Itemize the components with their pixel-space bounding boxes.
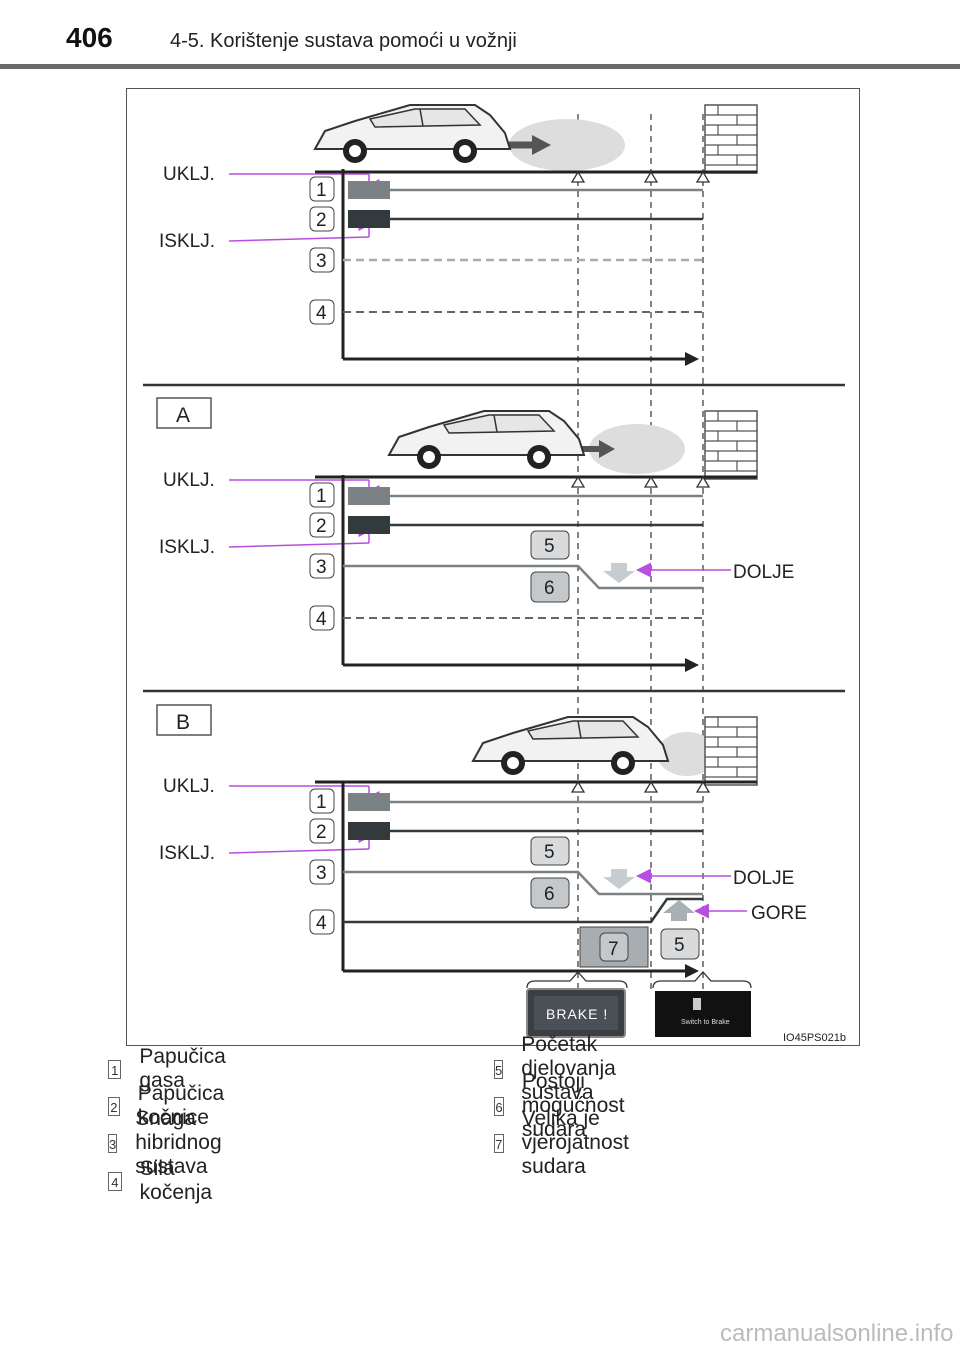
- switch-to-brake-text: Switch to Brake: [681, 1019, 730, 1026]
- figure-code: IO45PS021b: [783, 1032, 846, 1044]
- section-title: 4-5. Korištenje sustava pomoći u vožnji: [170, 30, 517, 52]
- num-4: 4: [316, 913, 327, 934]
- legend-text: Velika je vjerojatnost sudara: [521, 1107, 629, 1178]
- num-2: 2: [316, 210, 327, 231]
- headlight-beam: [509, 119, 625, 171]
- legend-item: 7 Velika je vjerojatnost sudara: [494, 1107, 638, 1178]
- legend-item: 2 Papučica kočnice: [108, 1082, 231, 1129]
- num-5: 5: [544, 842, 555, 863]
- legend-number: 7: [494, 1133, 504, 1153]
- legend-number: 5: [494, 1059, 504, 1079]
- legend-item: 1 Papučica gasa: [108, 1045, 231, 1092]
- label-on: UKLJ.: [163, 470, 215, 491]
- num-5: 5: [544, 536, 555, 557]
- brake-warning-text: BRAKE !: [546, 1006, 608, 1022]
- label-on: UKLJ.: [163, 164, 215, 185]
- page-number: 406: [66, 22, 113, 53]
- legend-item: 5 Početak djelovanja sustava: [494, 1033, 626, 1104]
- num-6: 6: [544, 884, 555, 905]
- wall-icon: [704, 104, 758, 174]
- legend-number: 4: [108, 1171, 122, 1191]
- wall-icon: [704, 410, 758, 480]
- header-rule: [0, 64, 960, 69]
- legend-number: 6: [494, 1096, 504, 1116]
- num-3: 3: [316, 863, 327, 884]
- num-1: 1: [316, 180, 327, 201]
- num-6: 6: [544, 578, 555, 599]
- panel-a-label: A: [176, 404, 190, 427]
- num-3: 3: [316, 251, 327, 272]
- legend-text: Papučica kočnice: [137, 1082, 225, 1129]
- label-off: ISKLJ.: [159, 537, 215, 558]
- label-down: DOLJE: [733, 562, 794, 583]
- panel-b-label: B: [176, 711, 190, 734]
- label-up: GORE: [751, 903, 807, 924]
- wall-icon: [704, 716, 758, 786]
- label-off: ISKLJ.: [159, 231, 215, 252]
- num-2: 2: [316, 516, 327, 537]
- legend-number: 2: [108, 1096, 120, 1116]
- panel-normal: UKLJ. ISKLJ. 1 2 3 4: [159, 104, 758, 366]
- page-header: 406 4-5. Korištenje sustava pomoći u vož…: [0, 0, 960, 70]
- car-icon: [388, 410, 585, 470]
- car-icon: [472, 716, 669, 776]
- num-2: 2: [316, 822, 327, 843]
- legend-text: Papučica gasa: [139, 1045, 226, 1092]
- num-4: 4: [316, 303, 327, 324]
- label-down: DOLJE: [733, 868, 794, 889]
- watermark: carmanualsonline.info: [720, 1320, 954, 1347]
- panel-a: A UKLJ. ISKLJ. DOLJE 1 2 3 4: [156, 397, 794, 672]
- legend-text: Sila kočenja: [139, 1157, 213, 1204]
- num-1: 1: [316, 486, 327, 507]
- legend-item: 3 Snaga hibridnog sustava: [108, 1107, 231, 1178]
- legend-text: Početak djelovanja sustava: [521, 1033, 616, 1104]
- legend-text: Snaga hibridnog sustava: [135, 1107, 222, 1178]
- legend-item: 4 Sila kočenja: [108, 1157, 217, 1204]
- diagram-frame: UKLJ. ISKLJ. 1 2 3 4 A: [126, 88, 860, 1046]
- label-off: ISKLJ.: [159, 843, 215, 864]
- switch-to-brake-display: [655, 991, 751, 1037]
- label-on: UKLJ.: [163, 776, 215, 797]
- legend-number: 3: [108, 1133, 118, 1153]
- num-5: 5: [674, 935, 685, 956]
- car-icon: [314, 104, 511, 164]
- legend-text: Postoji mogućnost sudara: [521, 1070, 625, 1141]
- legend-number: 1: [108, 1059, 122, 1079]
- time-reference-lines: [577, 114, 704, 989]
- legend-item: 6 Postoji mogućnost sudara: [494, 1070, 634, 1141]
- num-3: 3: [316, 557, 327, 578]
- panel-b: B UKLJ. ISKLJ. DOLJE GORE 1 2 3: [156, 704, 846, 1044]
- num-1: 1: [316, 792, 327, 813]
- num-4: 4: [316, 609, 327, 630]
- diagram-svg: UKLJ. ISKLJ. 1 2 3 4 A: [143, 104, 846, 1044]
- num-7: 7: [608, 939, 619, 960]
